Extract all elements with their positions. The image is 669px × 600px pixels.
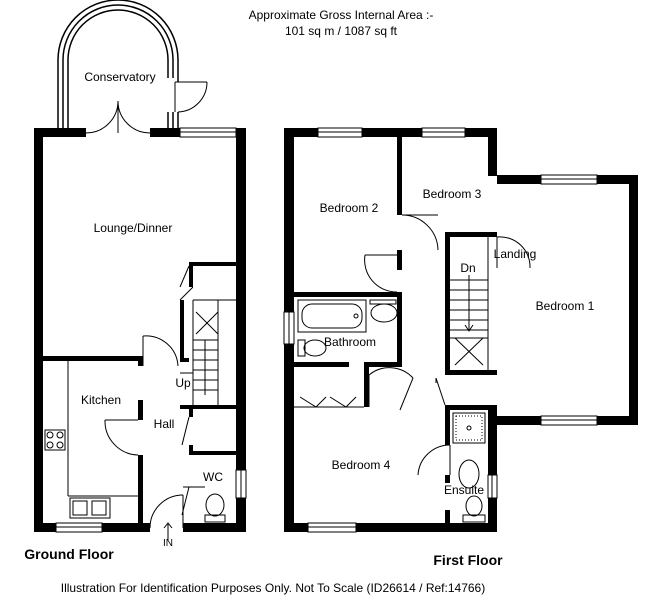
bedroom2-door	[364, 254, 398, 293]
room-label-bedroom2: Bedroom 2	[320, 201, 379, 215]
landing-cupboard-door	[435, 377, 446, 406]
room-label-lounge-dinner: Lounge/Dinner	[94, 221, 173, 235]
bathroom-fittings	[297, 299, 398, 357]
ground-floor-title: Ground Floor	[24, 546, 114, 562]
bedroom4-wardrobe	[294, 396, 364, 408]
room-label-bedroom4: Bedroom 4	[332, 458, 391, 472]
entrance-label: IN	[163, 538, 173, 549]
ground-floor-windows	[55, 127, 247, 533]
first-floor-windows	[283, 127, 598, 533]
bedroom1-door	[496, 236, 531, 269]
lounge-door	[142, 335, 179, 367]
stairs-up-label: Up	[175, 376, 191, 390]
bedroom3-door	[401, 214, 439, 251]
room-label-conservatory: Conservatory	[84, 70, 155, 84]
hall-cupboard-door	[181, 416, 190, 446]
room-label-kitchen: Kitchen	[81, 393, 121, 407]
landing-stairs	[450, 237, 489, 370]
room-label-landing: Landing	[494, 247, 537, 261]
room-label-ensuite: Ensuite	[444, 483, 484, 497]
ensuite-door	[417, 444, 451, 476]
kitchen-units	[44, 361, 138, 519]
room-label-bathroom: Bathroom	[324, 335, 376, 349]
first-floor-plan: Bedroom 2 Bedroom 3 Bedroom 1 Bathroom L…	[283, 127, 638, 568]
room-label-bedroom3: Bedroom 3	[423, 187, 482, 201]
stairs-down-label: Dn	[460, 261, 475, 275]
disclaimer: Illustration For Identification Purposes…	[61, 581, 485, 595]
ensuite-fittings	[452, 412, 486, 523]
room-label-hall: Hall	[154, 417, 175, 431]
room-label-wc: WC	[203, 470, 223, 484]
area-title: Approximate Gross Internal Area :-	[249, 8, 434, 22]
conservatory-outline	[57, 0, 208, 128]
area-value: 101 sq m / 1087 sq ft	[285, 24, 398, 38]
ground-stairs	[179, 265, 236, 405]
room-label-bedroom1: Bedroom 1	[536, 299, 595, 313]
ground-floor-walls	[34, 128, 246, 532]
ground-floor-plan: Conservatory Lounge/Dinner Kitchen Hall …	[24, 0, 247, 562]
french-doors	[85, 100, 151, 134]
entrance-door	[149, 494, 184, 540]
wc-fittings	[181, 486, 226, 523]
kitchen-door	[104, 419, 139, 456]
bedroom4-door	[368, 367, 414, 411]
first-floor-title: First Floor	[433, 552, 503, 568]
